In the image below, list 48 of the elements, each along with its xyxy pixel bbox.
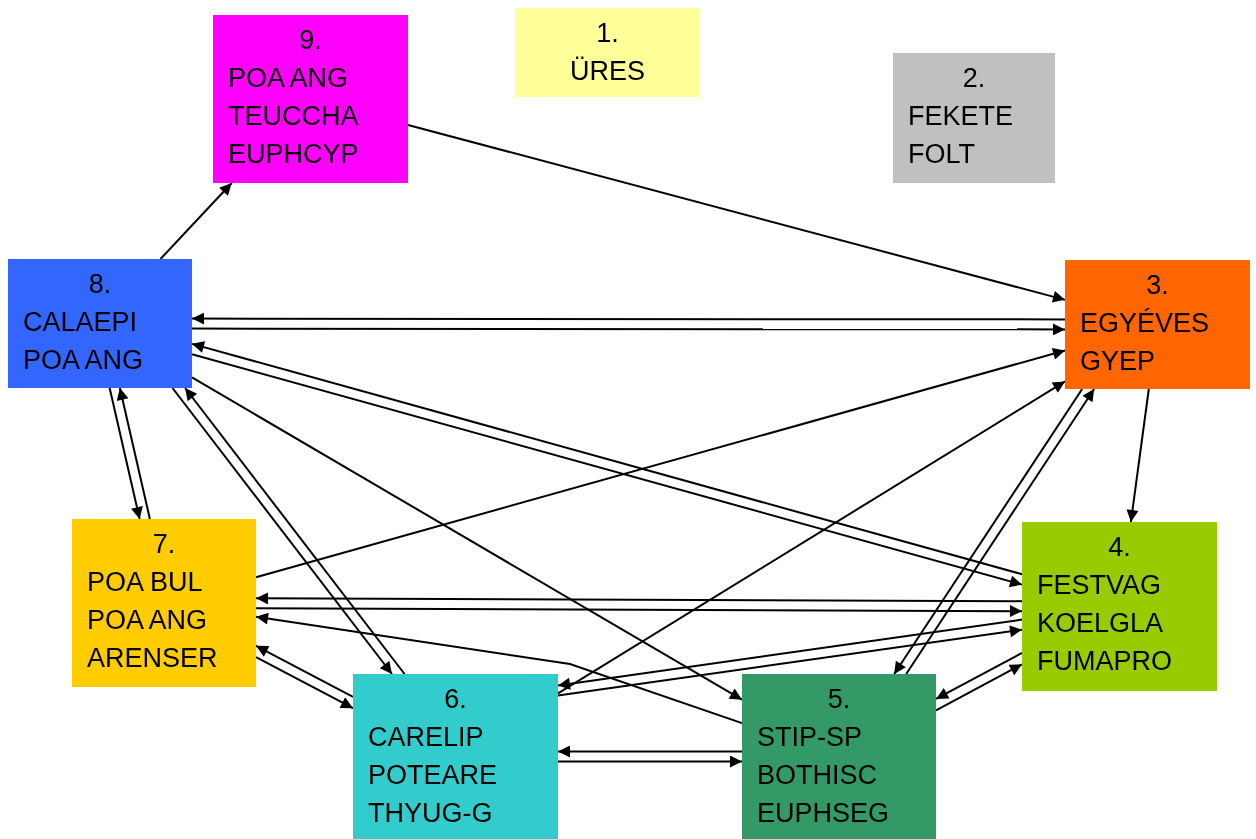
colored-box	[515, 8, 700, 97]
species-list: ÜRES	[515, 52, 700, 90]
arrow	[108, 387, 143, 520]
arrow	[255, 347, 1066, 579]
box-number: 7.	[151, 528, 177, 561]
arrow	[557, 745, 743, 758]
species-list: CARELIP POTEARE THYUG-G	[353, 718, 543, 832]
box-number: 9.	[298, 24, 323, 57]
arrow	[255, 644, 354, 698]
arrow	[191, 376, 743, 701]
box-number: 1.	[595, 17, 620, 50]
box-number: 6.	[443, 683, 468, 716]
arrow	[255, 656, 354, 710]
arrow	[557, 625, 1023, 697]
colored-box	[1065, 260, 1250, 389]
arrow	[255, 612, 743, 725]
box-number: 3.	[1145, 269, 1170, 302]
arrow	[255, 592, 1023, 605]
box-number: 4.	[1107, 531, 1132, 564]
box-number: 5.	[826, 683, 852, 716]
box-number: 8.	[87, 268, 113, 301]
species-list: FEKETE FOLT	[893, 97, 1040, 173]
arrow	[159, 182, 233, 260]
species-list: STIP-SP BOTHISC EUPHSEG	[742, 718, 921, 832]
species-list: FESTVAG KOELGLA FUMAPRO	[1022, 566, 1202, 680]
arrow	[116, 387, 151, 520]
arrow	[191, 323, 1066, 336]
colored-box	[742, 674, 936, 839]
arrow	[557, 755, 743, 768]
arrow	[191, 312, 1066, 325]
colored-box	[1022, 522, 1217, 691]
arrow	[1126, 388, 1150, 523]
arrow	[935, 651, 1023, 700]
arrow	[557, 618, 1023, 690]
species-list: EGYÉVES GYEP	[1065, 304, 1235, 380]
box-number: 2.	[961, 62, 987, 95]
arrow	[255, 605, 1023, 618]
colored-box	[893, 53, 1055, 183]
species-list: POA BUL POA ANG ARENSER	[72, 563, 241, 677]
arrow	[935, 663, 1023, 712]
species-list: CALAEPI POA ANG	[8, 303, 177, 379]
arrow	[407, 123, 1066, 303]
colored-box	[353, 674, 558, 839]
species-list: POA ANG TEUCCHA EUPHCYP	[213, 59, 393, 173]
colored-box	[72, 519, 256, 687]
colored-box	[8, 259, 192, 388]
colored-box	[213, 15, 408, 183]
arrow	[557, 380, 1066, 695]
